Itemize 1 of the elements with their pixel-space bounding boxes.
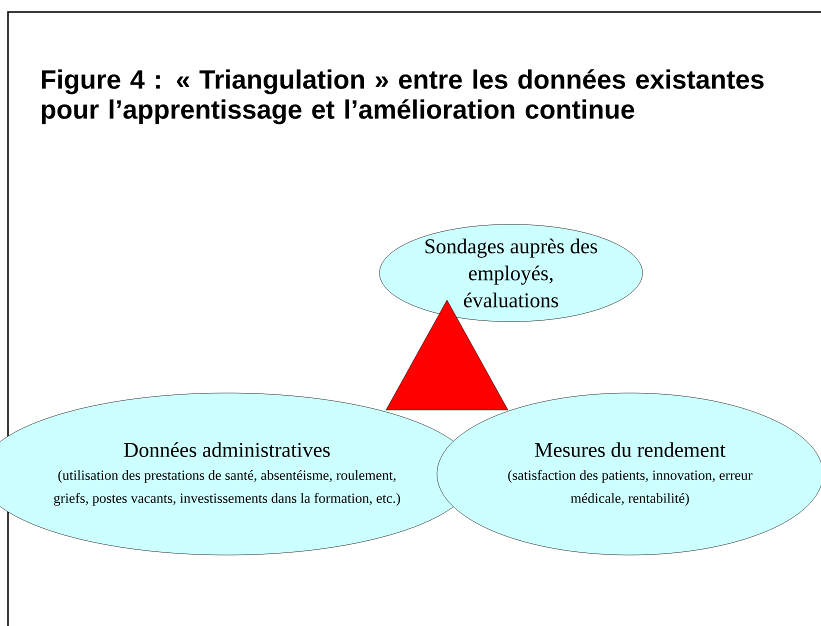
title: Figure 4 : « Triangulation » entre les données existantes pour l’apprentissage et l’amélioration continue [42, 69, 764, 124]
